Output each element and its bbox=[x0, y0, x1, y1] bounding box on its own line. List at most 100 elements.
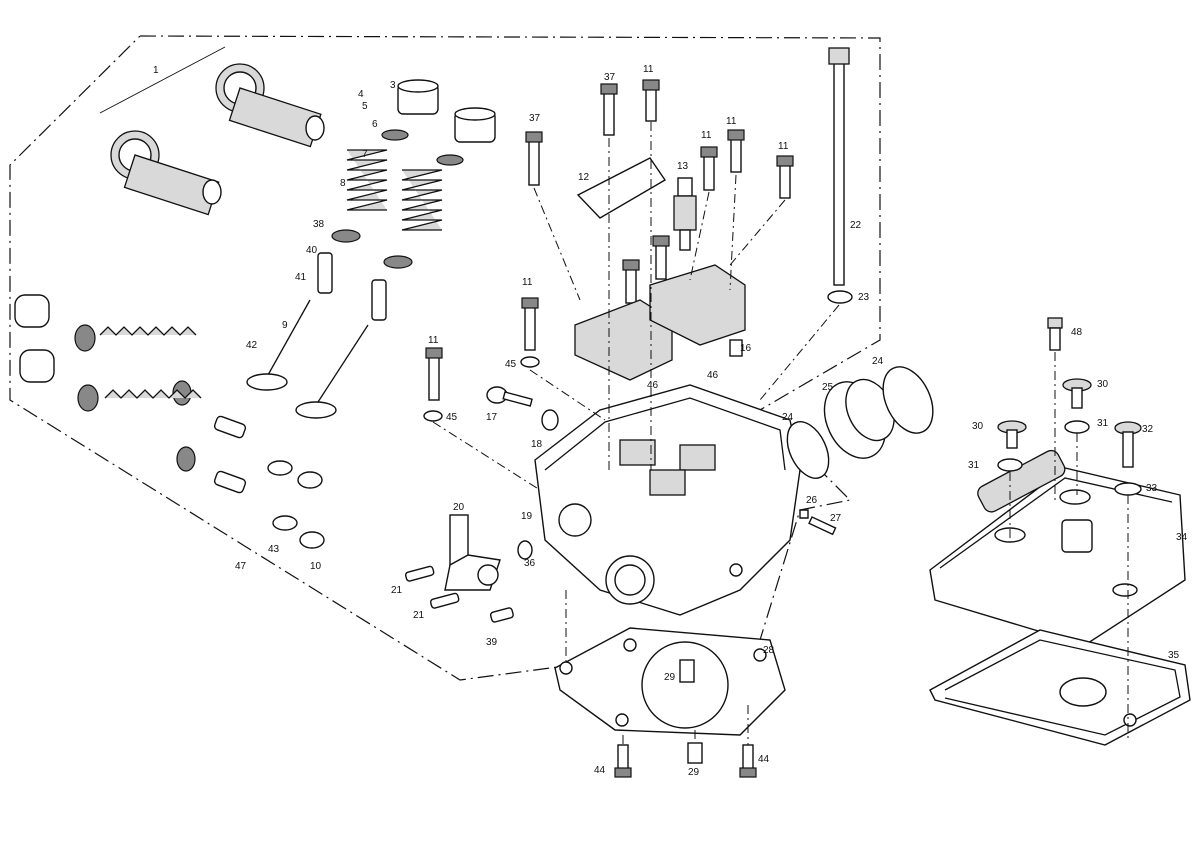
valve-assembly-row-upper bbox=[14, 294, 197, 406]
camshaft-lower bbox=[110, 130, 222, 216]
bolt-44-left bbox=[614, 744, 632, 778]
cam-cap-right bbox=[649, 264, 746, 346]
callout-label-c6: 6 bbox=[372, 119, 378, 130]
cover-bolt-30-left bbox=[997, 420, 1027, 449]
valve-cover-34 bbox=[929, 449, 1186, 646]
dowel-16 bbox=[729, 339, 743, 357]
valve-stem-seal-43 bbox=[267, 460, 325, 549]
washer-26 bbox=[799, 509, 809, 519]
callout-label-c23: 23 bbox=[858, 292, 870, 303]
callout-label-c30b: 30 bbox=[972, 421, 984, 432]
callout-label-c29a: 29 bbox=[664, 672, 676, 683]
assembly-leaders bbox=[432, 122, 840, 745]
grommet-33 bbox=[1114, 482, 1142, 496]
callout-label-c7: 7 bbox=[362, 149, 368, 160]
stud-22 bbox=[828, 47, 850, 286]
callout-label-c39: 39 bbox=[486, 637, 498, 648]
grommet-31-left bbox=[997, 458, 1023, 472]
clamp-24-upper bbox=[882, 366, 934, 434]
callout-label-c17: 17 bbox=[486, 412, 498, 423]
bolt-21-upper bbox=[404, 565, 435, 582]
washer-45-upper bbox=[520, 356, 540, 368]
callout-label-c11a: 11 bbox=[643, 64, 654, 75]
callout-label-c29b: 29 bbox=[688, 767, 700, 778]
callout-label-c40: 40 bbox=[306, 245, 318, 256]
callout-label-c38: 38 bbox=[313, 219, 325, 230]
valve-bucket-3 bbox=[397, 79, 439, 115]
callout-label-c10: 10 bbox=[310, 561, 322, 572]
callout-label-c44b: 44 bbox=[758, 754, 770, 765]
callout-label-c1: 1 bbox=[153, 65, 159, 76]
callout-label-c13: 13 bbox=[677, 161, 689, 172]
callout-label-c24b: 24 bbox=[782, 412, 794, 423]
callout-label-c11f: 11 bbox=[428, 335, 439, 346]
callout-label-c46b: 46 bbox=[707, 370, 719, 381]
valve-spring-left bbox=[346, 129, 409, 211]
bracket-12 bbox=[576, 157, 667, 219]
callout-label-c43: 43 bbox=[268, 544, 280, 555]
callout-label-c42: 42 bbox=[246, 340, 258, 351]
dowel-29-upper bbox=[679, 659, 695, 683]
callout-label-c30a: 30 bbox=[1097, 379, 1109, 390]
callout-label-c48: 48 bbox=[1071, 327, 1083, 338]
callout-label-c20: 20 bbox=[453, 502, 465, 513]
callout-labels: 1345678384041942431047371137111111121311… bbox=[153, 64, 1188, 778]
callout-label-c41: 41 bbox=[295, 272, 307, 283]
bolt-27 bbox=[808, 516, 837, 536]
callout-label-c19: 19 bbox=[521, 511, 533, 522]
bolts-group bbox=[425, 79, 794, 401]
valve-assembly-row-lower bbox=[19, 349, 247, 494]
callout-label-c36: 36 bbox=[524, 558, 536, 569]
callout-label-c11c: 11 bbox=[726, 116, 737, 127]
bolt-21-lower bbox=[429, 592, 460, 609]
callout-label-c31b: 31 bbox=[968, 460, 980, 471]
sensor-39 bbox=[489, 607, 514, 623]
callout-label-c11b: 11 bbox=[701, 130, 712, 141]
callout-label-c18: 18 bbox=[531, 439, 543, 450]
bolt-17 bbox=[486, 386, 533, 407]
callout-label-c45a: 45 bbox=[505, 359, 517, 370]
callout-label-c37b: 37 bbox=[529, 113, 541, 124]
valve-spring-right bbox=[401, 154, 464, 231]
callout-label-c21b: 21 bbox=[413, 610, 425, 621]
bolt-32 bbox=[1114, 421, 1142, 468]
clamp-24-lower bbox=[786, 421, 830, 479]
callout-label-c21a: 21 bbox=[391, 585, 403, 596]
callout-label-c3: 3 bbox=[390, 80, 396, 91]
spring-seat-right bbox=[383, 255, 413, 269]
callout-label-c44a: 44 bbox=[594, 765, 606, 776]
callout-label-c22: 22 bbox=[850, 220, 862, 231]
callout-label-c46a: 46 bbox=[647, 380, 659, 391]
callout-label-c34: 34 bbox=[1176, 532, 1188, 543]
callout-label-c4: 4 bbox=[358, 89, 364, 100]
callout-label-c26: 26 bbox=[806, 495, 818, 506]
o-ring-36 bbox=[517, 540, 533, 560]
callout-label-c27: 27 bbox=[830, 513, 842, 524]
spark-plug bbox=[673, 177, 697, 251]
callout-label-c28: 28 bbox=[763, 645, 775, 656]
callout-label-c25: 25 bbox=[822, 382, 834, 393]
valve-guide-right bbox=[371, 279, 387, 321]
callout-label-c11e: 11 bbox=[522, 277, 533, 288]
valve-guide-41 bbox=[317, 252, 333, 294]
cover-leaders bbox=[1009, 352, 1129, 740]
callout-label-c32: 32 bbox=[1142, 424, 1154, 435]
cover-gasket-35 bbox=[929, 629, 1191, 746]
cam-cap-left bbox=[574, 299, 673, 381]
washer-45-lower bbox=[423, 410, 443, 422]
callout-label-c24a: 24 bbox=[872, 356, 884, 367]
callout-label-c8: 8 bbox=[340, 178, 346, 189]
washer-23 bbox=[827, 290, 853, 304]
callout-label-c16: 16 bbox=[740, 343, 752, 354]
camshaft-upper bbox=[215, 63, 325, 148]
spring-seat-38 bbox=[331, 229, 361, 243]
water-elbow-20 bbox=[444, 514, 501, 591]
seal-18 bbox=[541, 409, 559, 431]
callout-label-c35: 35 bbox=[1168, 650, 1180, 661]
callout-label-c12: 12 bbox=[578, 172, 590, 183]
valve-right bbox=[295, 324, 369, 419]
cylinder-head bbox=[534, 384, 801, 616]
callout-label-c5: 5 bbox=[362, 101, 368, 112]
